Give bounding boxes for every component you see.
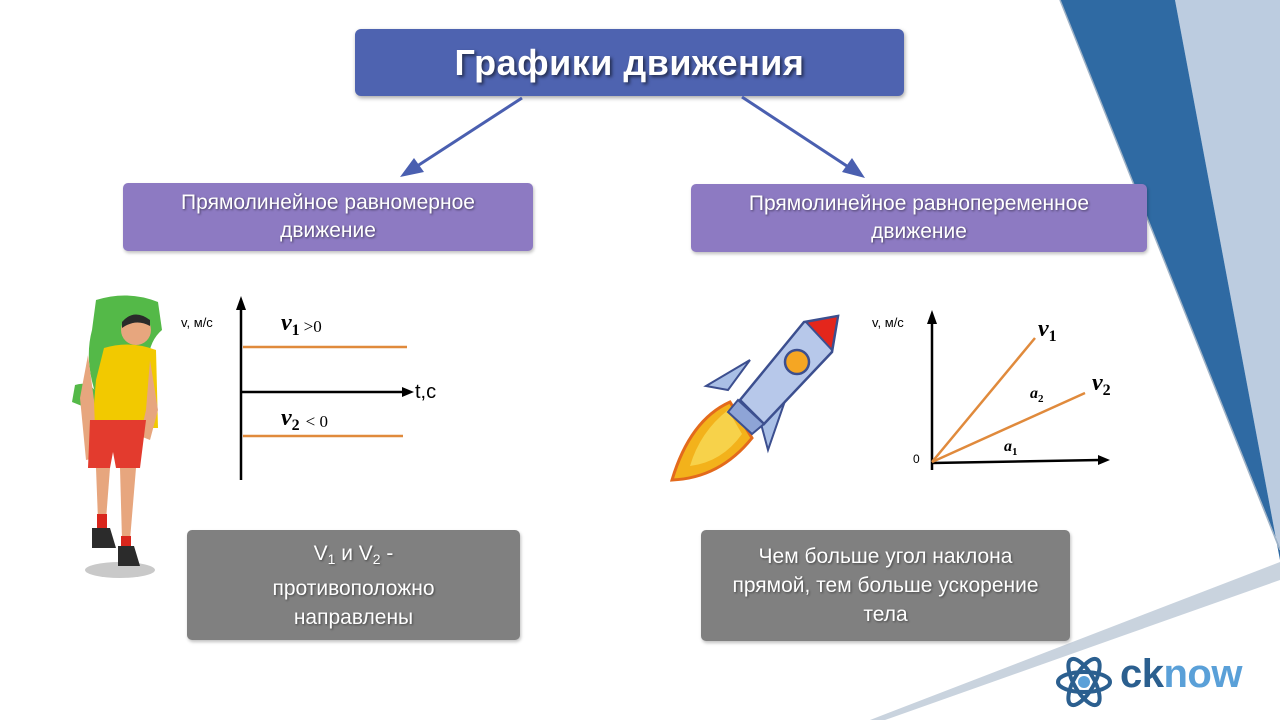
diagram-title-text: Графики движения — [454, 41, 805, 83]
v1-symbol: v1>0 — [281, 310, 322, 339]
rocket-flame-inner — [690, 410, 742, 466]
a1-symbol: a1 — [1004, 438, 1018, 458]
atom-orbit-1 — [1056, 670, 1112, 694]
logo-brand: cknow — [1120, 652, 1242, 696]
corner-divider — [1059, 0, 1280, 551]
rocket-nose-cone — [804, 314, 840, 353]
v1-slope-line — [931, 337, 1036, 463]
v2-symbol: v2< 0 — [281, 405, 328, 434]
hiker-hair — [122, 314, 150, 328]
hiker-shorts — [88, 420, 146, 468]
hiker-right-sock — [121, 536, 131, 548]
rocket-left-fin — [703, 359, 751, 392]
corner-bottom-edge — [870, 562, 1280, 720]
atom-orbit-3 — [1066, 656, 1102, 708]
accelerated-y-axis-arrow — [927, 310, 937, 324]
slope-v2-symbol: v2 — [1092, 370, 1111, 399]
accelerated-note-text: Чем больше угол наклона прямой, тем боль… — [732, 545, 1039, 626]
accelerated-x-axis — [931, 458, 1101, 465]
v2-slope-line — [931, 391, 1086, 464]
hiker-right-boot — [118, 546, 140, 566]
diagram-title: Графики движения — [355, 29, 904, 96]
uniform-note-text: V1 и V2 - противоположно направлены — [272, 539, 434, 632]
arrow-to-accelerated — [741, 95, 857, 174]
slope-v1-symbol: v1 — [1038, 316, 1057, 345]
atom-orbit-2 — [1066, 656, 1102, 708]
origin-label: 0 — [913, 452, 920, 466]
hiker-shirt — [92, 344, 158, 428]
hiker-left-boot — [92, 528, 116, 548]
uniform-motion-label-box: Прямолинейное равномерное движение — [123, 183, 533, 251]
hiker-left-leg — [96, 468, 110, 520]
uniform-y-label: v, м/с — [181, 315, 213, 330]
accelerated-x-axis-arrow — [1098, 455, 1110, 465]
accelerated-motion-label: Прямолинейное равнопеременное движение — [748, 192, 1090, 243]
arrow-to-uniform-head — [400, 158, 424, 177]
hiker-right-leg — [120, 468, 136, 540]
accelerated-note-box: Чем больше угол наклона прямой, тем боль… — [701, 530, 1070, 641]
rocket-nozzle — [726, 398, 766, 436]
hiker-left-sock — [97, 514, 107, 528]
rocket-porthole — [783, 348, 811, 376]
uniform-note-line1: V1 и V2 - — [313, 541, 394, 567]
corner-blue-band — [1060, 0, 1280, 560]
a2-symbol: a2 — [1030, 385, 1044, 405]
atom-nucleus — [1078, 676, 1090, 688]
arrow-to-accelerated-head — [842, 158, 865, 178]
arrow-to-uniform — [407, 96, 523, 174]
uniform-note-box: V1 и V2 - противоположно направлены — [187, 530, 520, 640]
uniform-motion-label: Прямолинейное равномерное движение — [181, 191, 475, 242]
uniform-note-line2: противоположно — [272, 576, 435, 600]
uniform-y-axis-arrow — [236, 296, 246, 310]
accelerated-y-label: v, м/с — [872, 315, 904, 330]
accelerated-motion-label-box: Прямолинейное равнопеременное движение — [691, 184, 1147, 252]
uniform-x-axis-arrow — [402, 387, 414, 397]
uniform-note-line3: направлены — [293, 605, 414, 629]
uniform-x-label: t,c — [415, 381, 436, 403]
